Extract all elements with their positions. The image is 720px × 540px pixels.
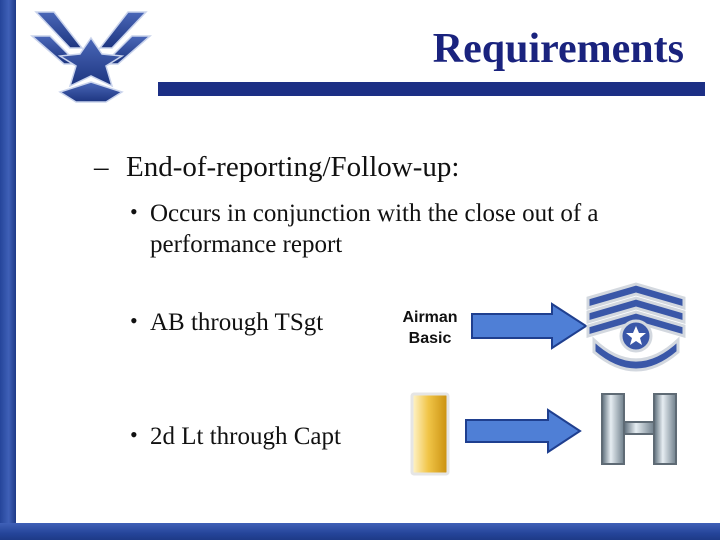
title-underline [158, 82, 705, 96]
slide-title: Requirements [432, 26, 684, 72]
bullet-text: 2d Lt through Capt [150, 423, 341, 450]
bullet-marker: • [130, 422, 138, 447]
bullet-marker: • [130, 199, 138, 224]
bottom-frame-bar [0, 523, 720, 540]
air-force-logo-icon [30, 11, 152, 103]
section-heading-text: End-of-reporting/Follow-up: [126, 151, 460, 183]
right-arrow-icon [465, 408, 582, 454]
rank-label-line: Basic [408, 329, 452, 347]
second-lieutenant-bar-icon [410, 392, 450, 476]
rank-label-line: Airman [402, 309, 458, 326]
right-arrow-icon [471, 302, 588, 350]
dash-marker: – [94, 151, 109, 183]
bullet-marker: • [130, 308, 138, 333]
rank-label-airman-basic: Airman Basic [390, 308, 470, 350]
tsgt-chevron-icon [586, 282, 686, 372]
left-frame-bar [0, 0, 16, 540]
captain-bars-icon [601, 393, 677, 465]
bullet-text: AB through TSgt [150, 309, 324, 336]
bullet-text: Occurs in conjunction with the close out… [150, 200, 599, 259]
